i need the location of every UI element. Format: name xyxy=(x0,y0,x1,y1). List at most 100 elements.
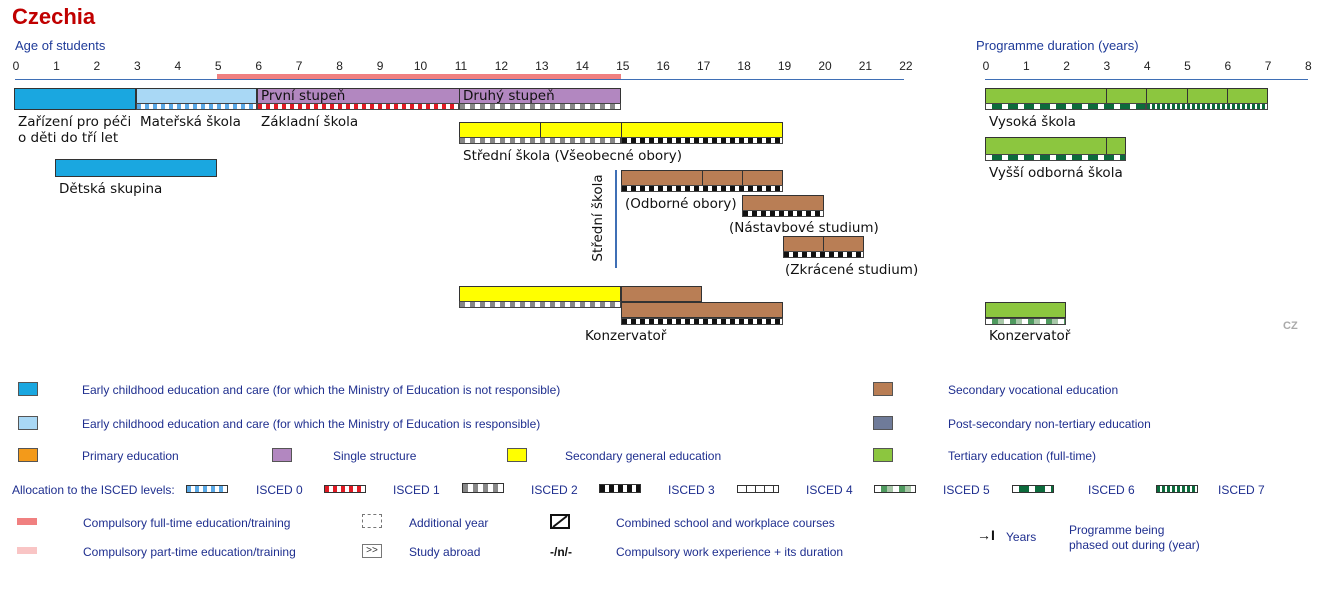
odborne-divider-2 xyxy=(742,170,743,186)
age-tick: 21 xyxy=(858,59,873,73)
materska-isced0-strip xyxy=(136,103,257,110)
duration-tick: 7 xyxy=(1264,59,1272,73)
legend-primary-label: Primary education xyxy=(82,449,179,463)
zakladni-isced2-strip xyxy=(459,103,621,110)
zkracene-isced3-strip xyxy=(783,251,864,258)
legend-sec-voc-swatch xyxy=(873,382,893,396)
legend-tertiary-label: Tertiary education (full-time) xyxy=(948,449,1097,463)
legend-sec-general-label: Secondary general education xyxy=(565,449,722,463)
konzervator-general-bar xyxy=(459,286,621,302)
age-tick: 16 xyxy=(656,59,670,73)
legend-isced7-label: ISCED 7 xyxy=(1218,483,1265,497)
detska-label: Dětská skupina xyxy=(59,181,163,197)
konzervator-tertiary-bar xyxy=(985,302,1066,318)
duration-tick: 6 xyxy=(1224,59,1232,73)
legend-isced0-pattern xyxy=(186,485,228,493)
legend-phased-label-1: Programme being xyxy=(1069,523,1165,537)
legend-tertiary-swatch xyxy=(873,448,893,462)
legend-years-arrow-icon: →I xyxy=(977,527,995,543)
age-tick: 13 xyxy=(535,59,549,73)
legend-additional-year-swatch xyxy=(362,514,382,528)
legend-sec-voc-label: Secondary vocational education xyxy=(948,383,1119,397)
legend-isced2-label: ISCED 2 xyxy=(531,483,578,497)
legend-isced1-label: ISCED 1 xyxy=(393,483,440,497)
legend-comp-part-swatch xyxy=(17,547,37,554)
konzervator-isced2-strip xyxy=(459,301,621,308)
legend-ecec-not-label: Early childhood education and care (for … xyxy=(82,383,561,397)
legend-isced4-pattern xyxy=(737,485,779,493)
stredni-vseob-label: Střední škola (Všeobecné obory) xyxy=(463,148,682,164)
druhy-stupen-label: Druhý stupeň xyxy=(463,88,555,104)
legend-combined-icon xyxy=(550,514,570,529)
stredni-skola-vertical-label: Střední škola xyxy=(590,174,606,262)
age-tick: 20 xyxy=(818,59,832,73)
age-tick: 18 xyxy=(737,59,751,73)
age-tick: 17 xyxy=(696,59,711,73)
stredni-vseob-isced3-strip xyxy=(621,137,783,144)
legend-isced1-pattern xyxy=(324,485,366,493)
materska-label: Mateřská škola xyxy=(140,114,241,130)
duration-tick: 4 xyxy=(1143,59,1151,73)
vysoka-divider-2 xyxy=(1146,88,1147,104)
age-tick: 10 xyxy=(413,59,428,73)
zakladni-divider xyxy=(459,88,460,104)
age-tick: 3 xyxy=(134,59,141,73)
legend-allocation-label: Allocation to the ISCED levels: xyxy=(12,483,175,497)
legend-isced6-pattern xyxy=(1012,485,1054,493)
legend-isced3-label: ISCED 3 xyxy=(668,483,715,497)
country-code: CZ xyxy=(1283,320,1298,332)
konzervator-tertiary-label: Konzervatoř xyxy=(989,328,1071,344)
odborne-divider-1 xyxy=(702,170,703,186)
legend-additional-year-label: Additional year xyxy=(409,516,489,530)
legend-post-sec-swatch xyxy=(873,416,893,430)
duration-tick: 0 xyxy=(982,59,990,73)
legend-comp-full-label: Compulsory full-time education/training xyxy=(83,516,291,530)
duration-tick: 3 xyxy=(1103,59,1111,73)
legend-ecec-yes-label: Early childhood education and care (for … xyxy=(82,417,541,431)
age-tick: 5 xyxy=(214,59,222,73)
konzervator-tertiary-isced5-strip xyxy=(985,318,1066,325)
vysoka-isced7-strip xyxy=(1146,103,1268,110)
konzervator-label: Konzervatoř xyxy=(585,328,667,344)
legend-work-exp-symbol: -/n/- xyxy=(550,545,572,559)
legend-ecec-yes-swatch xyxy=(18,416,38,430)
legend-isced6-label: ISCED 6 xyxy=(1088,483,1135,497)
duration-tick: 2 xyxy=(1063,59,1070,73)
vysoka-bar xyxy=(985,88,1268,104)
legend-single-swatch xyxy=(272,448,292,462)
legend-comp-full-swatch xyxy=(17,518,37,525)
duration-axis-line xyxy=(985,79,1308,80)
age-tick: 8 xyxy=(336,59,343,73)
legend-work-exp-label: Compulsory work experience + its duratio… xyxy=(616,545,844,559)
vysoka-label: Vysoká škola xyxy=(989,114,1076,130)
vyssi-divider xyxy=(1106,137,1107,155)
zarizeni-label-2: o děti do tří let xyxy=(18,130,119,146)
age-axis-label: Age of students xyxy=(15,38,106,53)
duration-tick: 5 xyxy=(1184,59,1191,73)
age-tick: 2 xyxy=(93,59,101,73)
age-tick: 4 xyxy=(174,59,182,73)
age-tick: 19 xyxy=(777,59,792,73)
legend-isced4-label: ISCED 4 xyxy=(806,483,853,497)
legend-comp-part-label: Compulsory part-time education/training xyxy=(83,545,296,559)
vyssi-label: Vyšší odborná škola xyxy=(989,165,1123,181)
page-title: Czechia xyxy=(12,4,96,29)
stredni-vseob-divider-2 xyxy=(621,122,622,138)
zkracene-label: (Zkrácené studium) xyxy=(785,262,919,278)
legend-years-label: Years xyxy=(1006,530,1037,544)
materska-bar xyxy=(136,88,257,104)
age-tick: 6 xyxy=(255,59,263,73)
konzervator-isced3-strip xyxy=(621,318,783,325)
legend-single-label: Single structure xyxy=(333,449,417,463)
legend-combined-label: Combined school and workplace courses xyxy=(616,516,835,530)
vyssi-isced6-strip xyxy=(985,154,1126,161)
age-tick: 15 xyxy=(616,59,630,73)
age-tick: 22 xyxy=(899,59,913,73)
legend-sec-general-swatch xyxy=(507,448,527,462)
zarizeni-bar xyxy=(14,88,136,110)
vysoka-divider-3 xyxy=(1187,88,1188,104)
konzervator-voc-bar-1 xyxy=(621,286,702,302)
legend-isced5-label: ISCED 5 xyxy=(943,483,990,497)
vysoka-divider-4 xyxy=(1227,88,1228,104)
vyssi-bar xyxy=(985,137,1126,155)
